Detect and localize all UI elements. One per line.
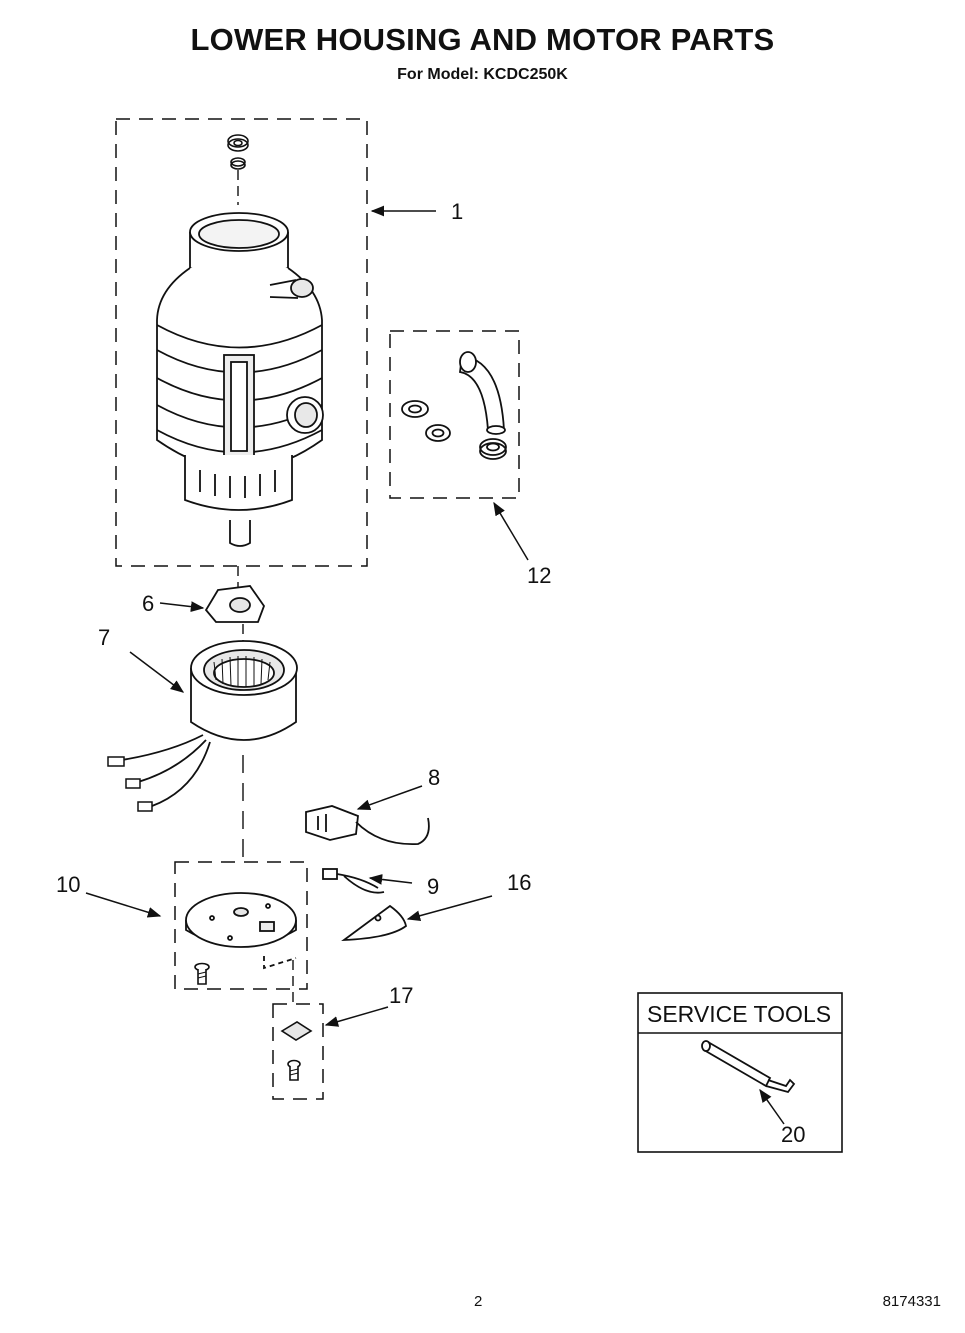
part-7-stator bbox=[190, 640, 298, 741]
lower-housing-part bbox=[156, 212, 324, 547]
service-tools-box bbox=[637, 992, 843, 1153]
document-number: 8174331 bbox=[882, 1293, 941, 1310]
callout-6-leader bbox=[159, 601, 205, 612]
callout-8: 8 bbox=[428, 765, 440, 790]
part-8-switch bbox=[305, 805, 430, 846]
callout-10-leader bbox=[85, 892, 162, 918]
plate-screw bbox=[194, 962, 210, 985]
part-17-group-box bbox=[272, 1003, 324, 1100]
callout-20: 20 bbox=[781, 1122, 805, 1147]
part-10-group-box bbox=[174, 861, 308, 990]
page-number: 2 bbox=[474, 1293, 483, 1310]
part-16-cover bbox=[341, 904, 407, 942]
hose-elbow-part bbox=[458, 351, 506, 435]
callout-16: 16 bbox=[507, 870, 531, 895]
callout-12-leader bbox=[493, 501, 529, 561]
part-6-bracket bbox=[204, 585, 266, 623]
part-17-pad bbox=[280, 1021, 313, 1041]
wire-terminals bbox=[107, 756, 153, 812]
callout-8-leader bbox=[356, 785, 423, 810]
stator-wires bbox=[121, 734, 211, 807]
callout-1: 1 bbox=[451, 199, 463, 224]
callout-17: 17 bbox=[389, 983, 413, 1008]
page-title: LOWER HOUSING AND MOTOR PARTS bbox=[190, 22, 775, 57]
callout-20-leader bbox=[759, 1088, 785, 1125]
service-tools-title: SERVICE TOOLS bbox=[647, 1001, 831, 1027]
callout-7: 7 bbox=[98, 625, 110, 650]
callout-10: 10 bbox=[56, 872, 80, 897]
top-washer bbox=[227, 134, 249, 170]
part-1-group-box bbox=[115, 118, 368, 567]
part-12-group-box bbox=[389, 330, 520, 499]
washer-set bbox=[401, 400, 507, 460]
part-9-connector bbox=[322, 868, 385, 894]
callout-17-leader bbox=[324, 1006, 389, 1027]
part-20-wrench bbox=[701, 1040, 796, 1094]
callout-7-leader bbox=[129, 651, 185, 693]
callout-12: 12 bbox=[527, 563, 551, 588]
pad-screw bbox=[287, 1059, 301, 1081]
callout-6: 6 bbox=[142, 591, 154, 616]
callout-9: 9 bbox=[427, 874, 439, 899]
part-10-bottom-plate bbox=[185, 892, 297, 970]
callout-9-leader bbox=[368, 874, 413, 885]
callout-16-leader bbox=[406, 895, 493, 921]
model-subtitle: For Model: KCDC250K bbox=[397, 66, 568, 83]
